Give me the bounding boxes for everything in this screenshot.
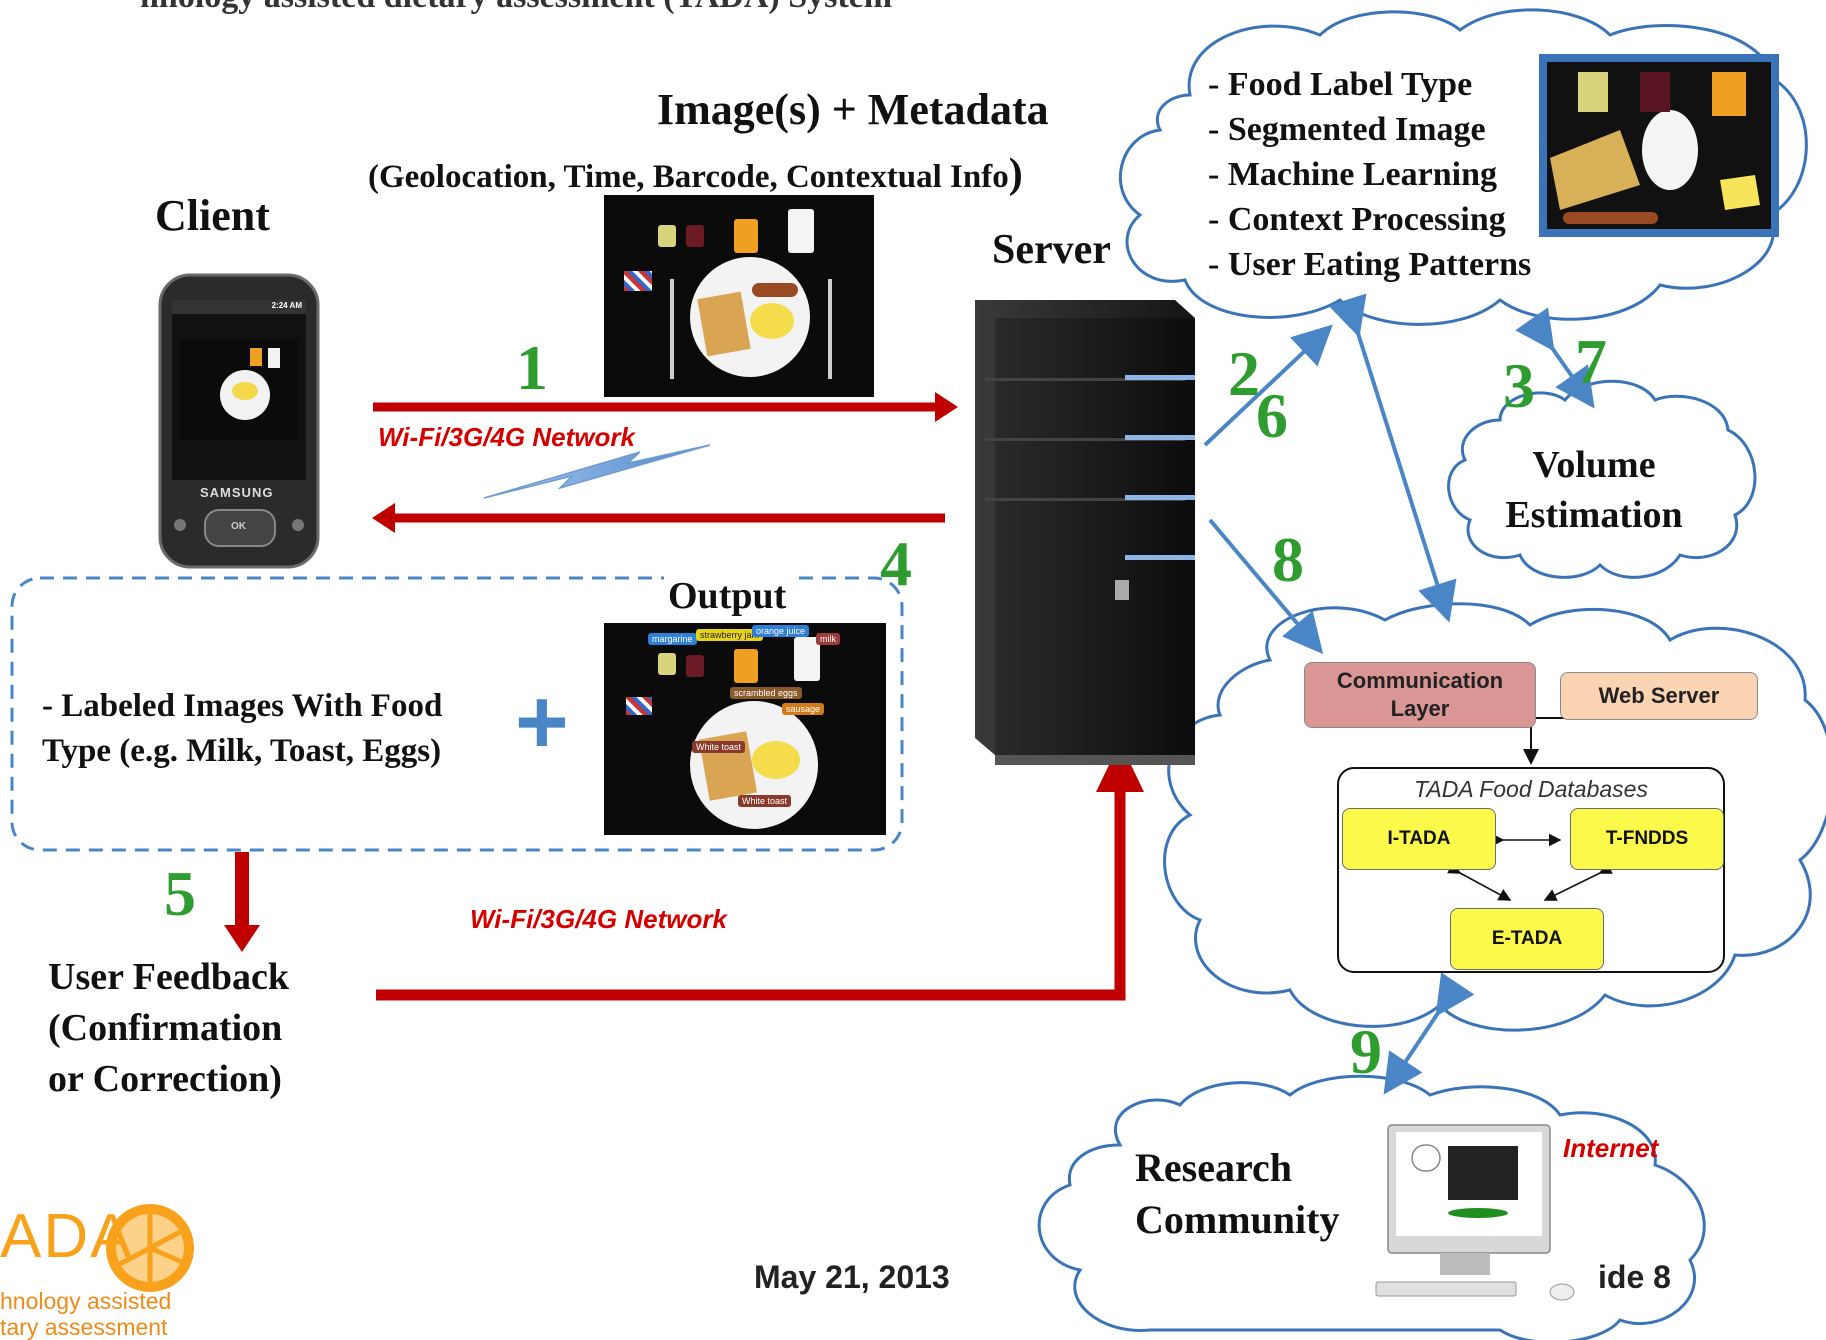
food-tag-margarine: margarine bbox=[648, 633, 697, 645]
web-server-box: Web Server bbox=[1560, 672, 1758, 720]
analysis-food-photo bbox=[1539, 54, 1779, 237]
phone-clock: 2:24 AM bbox=[271, 301, 302, 310]
imac-computer bbox=[1375, 1124, 1575, 1301]
server-title: Server bbox=[992, 227, 1111, 273]
step-8: 8 bbox=[1272, 524, 1304, 595]
analysis-item-segmented: - Segmented Image bbox=[1208, 111, 1486, 148]
e-tada-db: E-TADA bbox=[1450, 908, 1604, 970]
step-5: 5 bbox=[164, 858, 196, 929]
header-fragment: hnology assisted dietary assessment (TAD… bbox=[140, 0, 892, 16]
meal-photo bbox=[604, 195, 874, 397]
network-label-top: Wi-Fi/3G/4G Network bbox=[378, 422, 635, 452]
db-title: TADA Food Databases bbox=[1414, 776, 1648, 802]
arrow-server-db bbox=[1208, 518, 1324, 655]
food-tag-eggs: scrambled eggs bbox=[730, 687, 802, 699]
user-feedback-text: User Feedback (Confirmation or Correctio… bbox=[48, 956, 289, 1100]
communication-layer-box: Communication Layer bbox=[1304, 662, 1536, 728]
food-tag-jam: strawberry jam bbox=[696, 629, 764, 641]
arrow-analysis-volume bbox=[1515, 307, 1595, 409]
internet-label: Internet bbox=[1563, 1133, 1659, 1163]
arrow-feedback-return bbox=[376, 790, 1126, 1001]
food-tag-toast-1: White toast bbox=[692, 741, 746, 753]
arrow-db-research bbox=[1383, 972, 1475, 1095]
phone-ok-button[interactable]: OK bbox=[231, 521, 246, 532]
step-1: 1 bbox=[516, 332, 548, 403]
food-tag-toast-2: White toast bbox=[738, 795, 792, 807]
footer-date: May 21, 2013 bbox=[754, 1259, 950, 1295]
phone-meal-preview bbox=[180, 340, 298, 440]
step-4: 4 bbox=[880, 528, 912, 599]
wireless-bolt bbox=[483, 444, 711, 499]
food-tag-sausage: sausage bbox=[782, 703, 825, 715]
research-community-label: Research Community bbox=[1135, 1145, 1340, 1242]
labeled-images-text: - Labeled Images With Food Type (e.g. Mi… bbox=[42, 688, 443, 769]
network-label-bottom: Wi-Fi/3G/4G Network bbox=[470, 904, 727, 934]
output-box bbox=[10, 576, 904, 852]
logo-wordmark: ADA bbox=[0, 1202, 134, 1271]
t-fndds-db: T-FNDDS bbox=[1570, 808, 1724, 870]
analysis-item-context: - Context Processing bbox=[1208, 201, 1506, 238]
arrow-analysis-db bbox=[1328, 293, 1457, 623]
server-tower bbox=[975, 300, 1195, 765]
phone-brand: SAMSUNG bbox=[200, 485, 274, 500]
i-tada-db: I-TADA bbox=[1342, 808, 1496, 870]
footer-slide-number: ide 8 bbox=[1598, 1259, 1671, 1295]
labeled-meal-photo: margarine strawberry jam orange juice mi… bbox=[604, 623, 886, 835]
analysis-item-eating-patterns: - User Eating Patterns bbox=[1208, 246, 1532, 283]
step-2: 2 bbox=[1228, 338, 1260, 409]
logo-tagline: hnology assisted tary assessment bbox=[0, 1288, 172, 1340]
plus-sign: + bbox=[515, 671, 569, 773]
volume-cloud bbox=[1447, 379, 1757, 579]
client-title: Client bbox=[155, 191, 270, 240]
analysis-list: - Food Label Type - Segmented Image - Ma… bbox=[1208, 62, 1531, 287]
phone-screen: 2:24 AM bbox=[172, 300, 306, 480]
metadata-subtitle: (Geolocation, Time, Barcode, Contextual … bbox=[368, 151, 1023, 197]
analysis-item-food-label: - Food Label Type bbox=[1208, 66, 1473, 103]
step-7: 7 bbox=[1575, 326, 1607, 397]
analysis-item-machine-learning: - Machine Learning bbox=[1208, 156, 1497, 193]
food-tag-milk: milk bbox=[816, 633, 840, 645]
food-tag-orange-juice: orange juice bbox=[752, 625, 810, 637]
volume-estimation-label: Volume Estimation bbox=[1505, 444, 1683, 536]
step-9: 9 bbox=[1350, 1016, 1382, 1087]
arrow-server-analysis bbox=[1203, 324, 1333, 447]
step-6: 6 bbox=[1256, 380, 1288, 451]
step-3: 3 bbox=[1503, 350, 1535, 421]
output-title: Output bbox=[664, 574, 791, 618]
tada-logo bbox=[106, 1204, 194, 1292]
transmission-title: Image(s) + Metadata bbox=[657, 85, 1049, 134]
